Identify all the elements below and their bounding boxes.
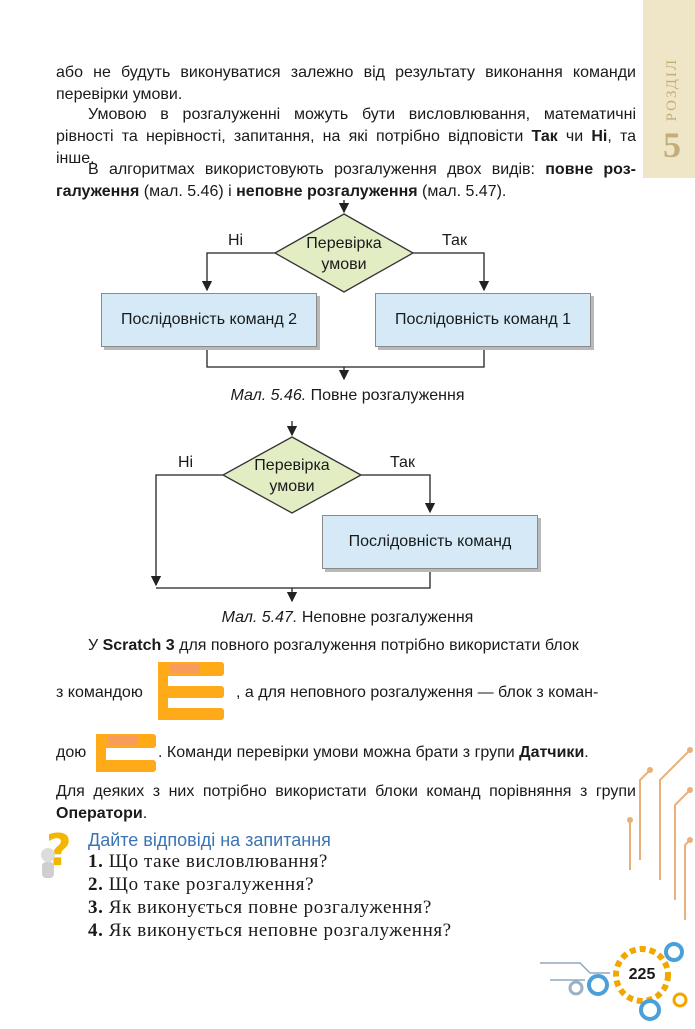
if-block-icon [96, 734, 156, 772]
question-item: 1. Що таке висловлювання? [88, 851, 328, 872]
condition-diamond-2 [221, 436, 363, 514]
scratch-line-2-a: з командою [56, 684, 143, 701]
sequence-box-1: Послідовність команд 1 [375, 293, 591, 347]
scratch-line-1: У Scratch 3 для повного розгалуження пот… [88, 637, 579, 654]
question-item: 2. Що таке розгалуження? [88, 874, 315, 895]
question-figure-icon: ? [41, 825, 72, 878]
scratch-line-2-b: , а для неповного розгалуження — блок з … [236, 684, 599, 701]
scratch-line-3-b: . Команди перевірки умови можна брати з … [158, 744, 589, 761]
sequence-box: Послідовність команд [322, 515, 538, 569]
yes-label-2: Так [390, 454, 415, 471]
questions-heading: Дайте відповіді на запитання [88, 830, 331, 850]
section-tab: РОЗДІЛ 5 [643, 0, 695, 178]
sequence-box-2: Послідовність команд 2 [101, 293, 317, 347]
caption-5-47: Мал. 5.47. Неповне розгалуження [221, 609, 474, 626]
caption-5-46: Мал. 5.46. Повне розгалуження [230, 387, 465, 404]
paragraph-2: Умовою в розгалуженні можуть бути вислов… [56, 106, 636, 167]
no-label-2: Ні [178, 454, 194, 471]
paragraph-1: або не будуть виконуватися залежно від р… [56, 64, 636, 103]
paragraph-4: Для деяких з них потрібно використати бл… [56, 783, 636, 822]
circuit-decoration [540, 747, 693, 1021]
no-label-1: Ні [228, 232, 244, 249]
question-item: 4. Як виконується неповне розгалуження? [88, 920, 452, 941]
question-item: 3. Як виконується повне розгалуження? [88, 897, 432, 918]
page-number: 225 [624, 959, 660, 991]
section-tab-number: 5 [663, 125, 681, 165]
if-else-block-icon [158, 662, 224, 720]
yes-label-1: Так [442, 232, 467, 249]
paragraph-3: В алгоритмах використовують розгалуження… [56, 161, 636, 200]
scratch-line-3-a: дою [56, 744, 87, 761]
condition-diamond-1 [273, 213, 415, 293]
